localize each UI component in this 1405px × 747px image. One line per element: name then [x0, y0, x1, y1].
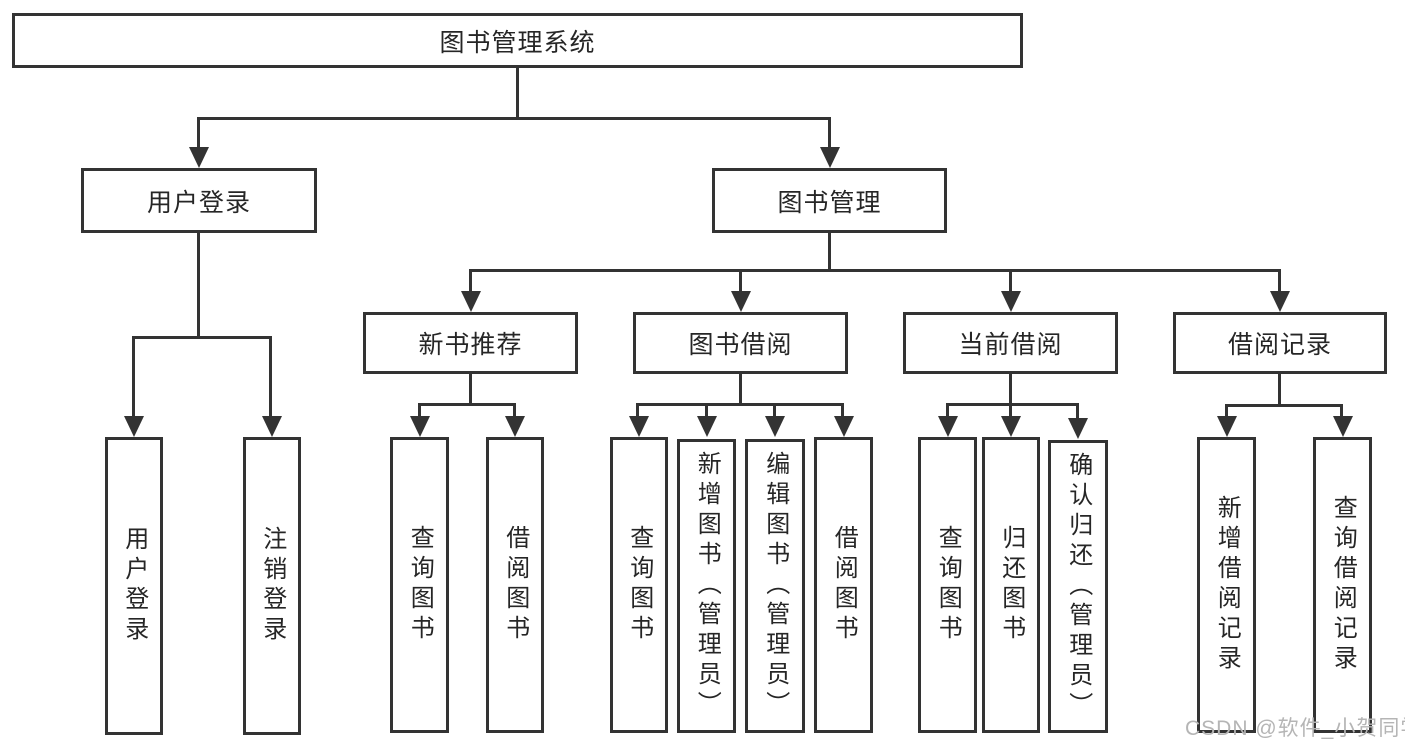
node-label: 新书推荐	[418, 331, 523, 359]
arrow-down-icon	[461, 291, 481, 312]
connector-line	[1225, 404, 1343, 407]
connector-line	[773, 403, 776, 419]
arrow-down-icon	[410, 416, 430, 437]
arrow-down-icon	[629, 416, 649, 437]
node-label: 编辑图书（管理员）	[761, 451, 789, 721]
node-label: 用户登录	[120, 526, 148, 646]
connector-line	[1278, 269, 1281, 293]
connector-line	[946, 403, 949, 419]
connector-line	[1340, 404, 1343, 419]
connector-line	[1278, 374, 1281, 407]
node-label: 归还图书	[997, 525, 1025, 645]
arrow-down-icon	[124, 416, 144, 437]
node-current-borrowing: 当前借阅	[903, 312, 1118, 374]
connector-line	[739, 269, 742, 293]
arrow-down-icon	[1333, 416, 1353, 437]
connector-line	[1009, 269, 1012, 293]
connector-line	[469, 269, 1281, 272]
connector-line	[636, 403, 844, 406]
node-label: 借阅记录	[1227, 331, 1332, 359]
connector-line	[197, 233, 200, 339]
connector-line	[516, 68, 519, 118]
node-label: 借阅图书	[830, 525, 858, 645]
connector-line	[828, 233, 831, 272]
node-label: 查询图书	[406, 525, 434, 645]
connector-line	[1076, 403, 1079, 419]
connector-line	[828, 117, 831, 151]
node-new-book-recommendation: 新书推荐	[363, 312, 578, 374]
arrow-down-icon	[1068, 418, 1088, 439]
connector-line	[513, 403, 516, 419]
node-library-management-system: 图书管理系统	[12, 13, 1023, 68]
connector-line	[469, 269, 472, 293]
node-label: 图书管理系统	[439, 28, 596, 57]
arrow-down-icon	[697, 416, 717, 437]
node-label: 确认归还（管理员）	[1064, 451, 1092, 722]
connector-line	[132, 336, 135, 421]
node-user-login-leaf: 用户登录	[105, 437, 163, 735]
arrow-down-icon	[1270, 291, 1290, 312]
connector-line	[197, 117, 831, 120]
node-borrow-books-leaf: 借阅图书	[486, 437, 544, 733]
node-label: 新增借阅记录	[1213, 495, 1241, 675]
node-label: 新增图书（管理员）	[693, 451, 721, 721]
node-label: 图书借阅	[688, 331, 793, 359]
connector-line	[1009, 403, 1012, 419]
node-add-books-admin-leaf: 新增图书（管理员）	[677, 439, 736, 733]
node-label: 图书管理	[777, 188, 882, 217]
node-return-books-leaf: 归还图书	[982, 437, 1040, 733]
node-add-borrow-record-leaf: 新增借阅记录	[1197, 437, 1256, 733]
node-query-books-leaf: 查询图书	[610, 437, 668, 733]
node-query-books-leaf: 查询图书	[390, 437, 449, 733]
node-label: 查询图书	[625, 525, 653, 645]
node-edit-books-admin-leaf: 编辑图书（管理员）	[745, 439, 805, 733]
connector-line	[705, 403, 708, 419]
connector-line	[269, 336, 272, 421]
arrow-down-icon	[820, 147, 840, 168]
connector-line	[1009, 374, 1012, 406]
node-label: 注销登录	[258, 526, 286, 646]
node-label: 查询图书	[934, 525, 962, 645]
arrow-down-icon	[1217, 416, 1237, 437]
arrow-down-icon	[765, 416, 785, 437]
connector-line	[1225, 404, 1228, 419]
connector-line	[946, 403, 1079, 406]
connector-line	[469, 374, 472, 406]
connector-line	[132, 336, 272, 339]
arrow-down-icon	[505, 416, 525, 437]
node-book-borrowing: 图书借阅	[633, 312, 848, 374]
connector-line	[841, 403, 844, 419]
node-confirm-return-admin-leaf: 确认归还（管理员）	[1048, 440, 1108, 733]
node-logout-leaf: 注销登录	[243, 437, 301, 735]
node-borrow-books-leaf: 借阅图书	[814, 437, 873, 733]
node-user-login-branch: 用户登录	[81, 168, 317, 233]
node-label: 当前借阅	[958, 331, 1063, 359]
connector-line	[739, 374, 742, 406]
arrow-down-icon	[834, 416, 854, 437]
connector-line	[197, 117, 200, 151]
csdn-watermark: CSDN @软件_小贺同学	[1185, 717, 1405, 740]
connector-line	[636, 403, 639, 419]
connector-line	[418, 403, 421, 419]
node-label: 借阅图书	[501, 525, 529, 645]
node-book-management-branch: 图书管理	[712, 168, 947, 233]
arrow-down-icon	[189, 147, 209, 168]
arrow-down-icon	[938, 416, 958, 437]
node-query-borrow-record-leaf: 查询借阅记录	[1313, 437, 1372, 733]
arrow-down-icon	[262, 416, 282, 437]
arrow-down-icon	[1001, 416, 1021, 437]
node-borrowing-records: 借阅记录	[1173, 312, 1387, 374]
connector-line	[418, 403, 516, 406]
arrow-down-icon	[1001, 291, 1021, 312]
node-query-books-leaf: 查询图书	[918, 437, 977, 733]
arrow-down-icon	[731, 291, 751, 312]
node-label: 用户登录	[146, 188, 251, 217]
node-label: 查询借阅记录	[1329, 495, 1357, 675]
